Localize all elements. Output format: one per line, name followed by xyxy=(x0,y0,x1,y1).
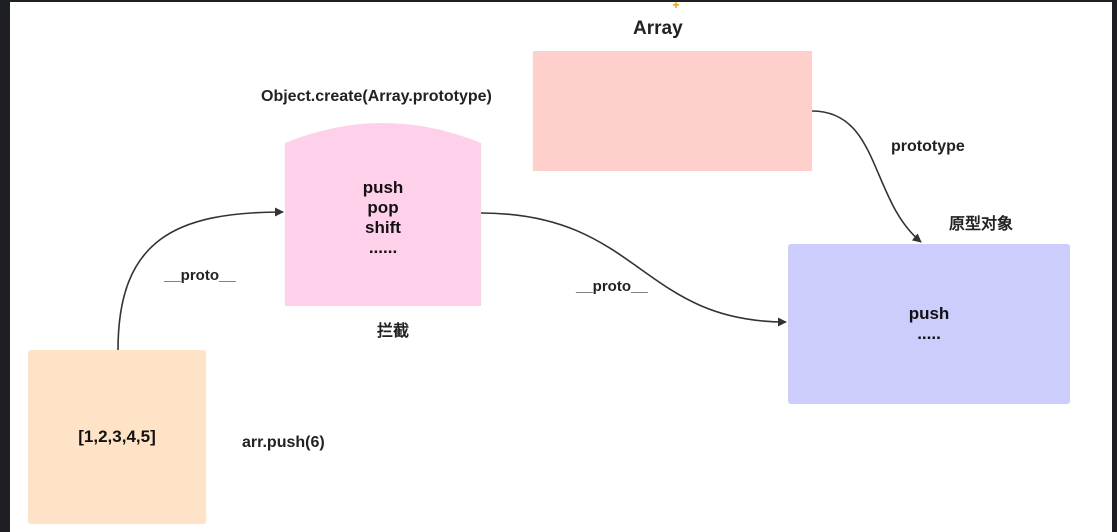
edge-label-proto-right: __proto__ xyxy=(576,278,648,295)
arr-box[interactable] xyxy=(28,350,206,524)
method-pop: pop xyxy=(367,198,399,217)
prototype-methods: push ..... xyxy=(788,300,1070,348)
window-right-edge xyxy=(1112,0,1117,532)
method-shift: shift xyxy=(365,218,401,237)
window-left-edge xyxy=(0,0,10,532)
object-create-label: Object.create(Array.prototype) xyxy=(261,88,492,105)
method-ellipsis: ...... xyxy=(368,238,398,257)
intercept-shape[interactable] xyxy=(285,123,481,306)
prototype-object-title: 原型对象 xyxy=(949,216,1014,233)
prototype-method-ellipsis: ..... xyxy=(917,324,941,343)
method-push: push xyxy=(362,178,404,197)
arr-push-label: arr.push(6) xyxy=(242,434,325,451)
arr-value: [1,2,3,4,5] xyxy=(78,427,156,446)
edge-label-prototype: prototype xyxy=(891,138,965,155)
array-box[interactable] xyxy=(533,51,812,171)
prototype-box[interactable] xyxy=(788,244,1070,404)
intercept-label: 拦截 xyxy=(377,323,410,340)
window-top-edge xyxy=(10,0,1112,2)
edge-intercept-to-prototype[interactable] xyxy=(480,212,787,327)
add-node-icon[interactable]: + xyxy=(672,0,680,12)
edge-label-proto-left: __proto__ xyxy=(164,267,236,284)
edge-array-to-prototype[interactable] xyxy=(811,110,922,243)
edge-arr-to-intercept[interactable] xyxy=(117,207,284,351)
intercept-methods: push pop shift ...... xyxy=(285,176,481,260)
array-title: Array xyxy=(633,18,683,39)
prototype-method-push: push xyxy=(908,304,950,323)
